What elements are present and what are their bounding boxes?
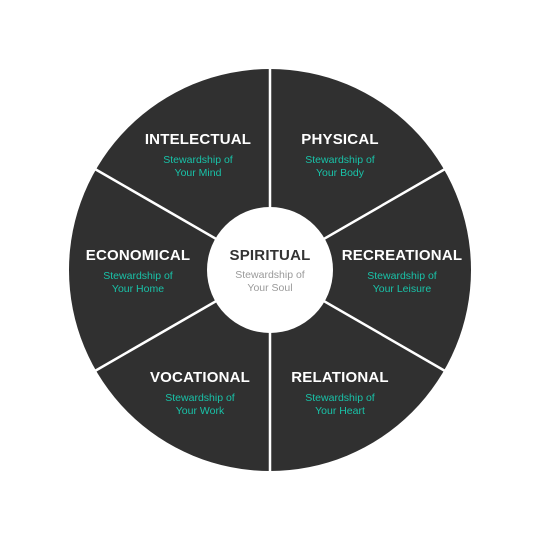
- intelectual-subtitle: Stewardship of Your Mind: [113, 154, 283, 180]
- physical-title: PHYSICAL: [301, 131, 379, 148]
- vocational-subtitle: Stewardship of Your Work: [115, 392, 285, 418]
- economical-subtitle-line2: Your Home: [111, 283, 165, 295]
- recreational-title: RECREATIONAL: [341, 247, 463, 264]
- segment-economical: ECONOMICAL Stewardship of Your Home: [53, 247, 223, 296]
- physical-subtitle-line1: Stewardship of: [305, 154, 375, 166]
- vocational-subtitle-line1: Stewardship of: [165, 392, 235, 404]
- spiritual-subtitle-line1: Stewardship of: [235, 269, 305, 281]
- economical-subtitle-line1: Stewardship of: [103, 270, 173, 282]
- vocational-subtitle-line2: Your Work: [175, 405, 225, 417]
- segment-intelectual: INTELECTUAL Stewardship of Your Mind: [113, 131, 283, 180]
- segment-vocational: VOCATIONAL Stewardship of Your Work: [115, 369, 285, 418]
- recreational-subtitle-line1: Stewardship of: [367, 270, 437, 282]
- relational-subtitle-line2: Your Heart: [315, 405, 365, 417]
- center-hub: [207, 207, 333, 333]
- relational-title: RELATIONAL: [291, 369, 389, 386]
- intelectual-subtitle-line2: Your Mind: [174, 167, 222, 179]
- segment-spiritual: SPIRITUAL Stewardship of Your Soul: [185, 247, 355, 295]
- relational-subtitle-line1: Stewardship of: [305, 392, 375, 404]
- segment-recreational: RECREATIONAL Stewardship of Your Leisure: [317, 247, 487, 296]
- segment-relational: RELATIONAL Stewardship of Your Heart: [255, 369, 425, 418]
- physical-subtitle-line2: Your Body: [315, 167, 365, 179]
- segment-physical: PHYSICAL Stewardship of Your Body: [255, 131, 425, 180]
- recreational-subtitle-line2: Your Leisure: [372, 283, 432, 295]
- economical-title: ECONOMICAL: [85, 247, 191, 264]
- physical-subtitle: Stewardship of Your Body: [255, 154, 425, 180]
- economical-subtitle: Stewardship of Your Home: [53, 270, 223, 296]
- relational-subtitle: Stewardship of Your Heart: [255, 392, 425, 418]
- spiritual-title: SPIRITUAL: [229, 247, 311, 264]
- recreational-subtitle: Stewardship of Your Leisure: [317, 270, 487, 296]
- spiritual-subtitle-line2: Your Soul: [247, 282, 293, 294]
- intelectual-subtitle-line1: Stewardship of: [163, 154, 233, 166]
- spiritual-subtitle: Stewardship of Your Soul: [185, 269, 355, 295]
- intelectual-title: INTELECTUAL: [144, 131, 252, 148]
- vocational-title: VOCATIONAL: [149, 369, 251, 386]
